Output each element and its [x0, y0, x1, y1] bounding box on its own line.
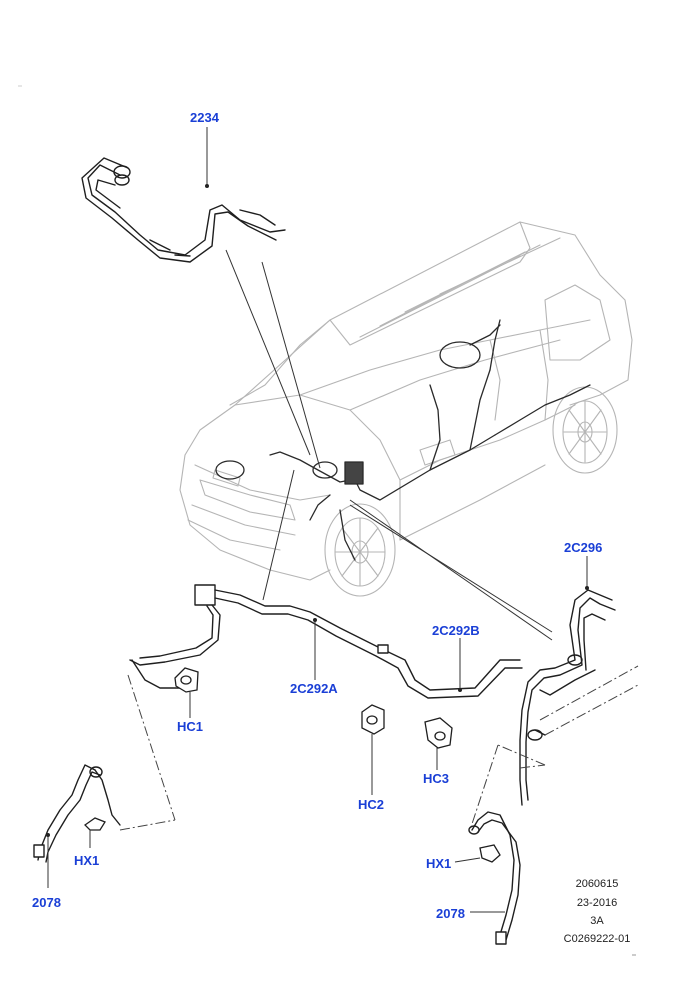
construction-lines	[119, 665, 639, 831]
info-block-line2: 23-2016	[576, 897, 618, 909]
part-2c296-pipe-bundle	[519, 589, 616, 806]
callout-2c292b[interactable]: 2C292B	[432, 623, 480, 638]
vehicle-outline	[179, 221, 633, 597]
part-2c292-pipe	[129, 584, 523, 699]
part-hc1-clip	[174, 667, 199, 693]
callout-2c292a[interactable]: 2C292A	[290, 681, 338, 696]
callout-hx1-left[interactable]: HX1	[74, 853, 100, 868]
callout-2078-right[interactable]: 2078	[436, 906, 465, 921]
callout-2078-left[interactable]: 2078	[32, 895, 61, 910]
part-2234-pipe-bundle	[81, 157, 286, 263]
part-2078-left-hose	[33, 764, 121, 863]
info-block-line1: 2060615	[575, 878, 619, 890]
part-2078-right-hose	[468, 811, 521, 945]
part-hc3-clip	[424, 717, 453, 749]
info-block-line3: 3A	[590, 915, 604, 927]
vehicle-brake-harness	[215, 319, 591, 561]
callout-2234[interactable]: 2234	[190, 110, 219, 125]
callout-hx1-right[interactable]: HX1	[426, 856, 452, 871]
callout-2c296[interactable]: 2C296	[564, 540, 603, 555]
callout-hc1[interactable]: HC1	[177, 719, 204, 734]
leader-lines	[225, 249, 553, 641]
part-hx1-right-bracket	[479, 844, 501, 863]
leader-hx1-right	[454, 857, 481, 863]
callout-hc2[interactable]: HC2	[358, 797, 385, 812]
part-hx1-left-bracket	[83, 817, 106, 831]
info-block-line4: C0269222-01	[563, 933, 631, 945]
callout-hc3[interactable]: HC3	[423, 771, 450, 786]
part-hc2-clip	[361, 704, 385, 735]
